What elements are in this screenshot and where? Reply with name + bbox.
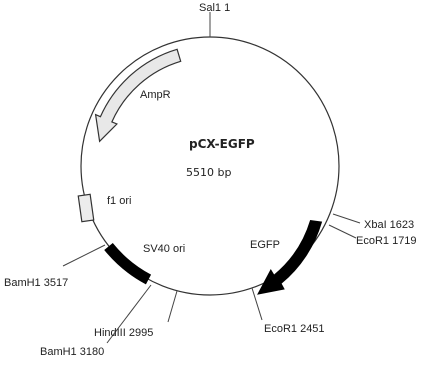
ampr-label: AmpR [140, 89, 171, 101]
f1-ori-box [77, 193, 95, 223]
hindiii-label: HindIII 2995 [94, 327, 153, 339]
xbal-tick [332, 213, 361, 224]
ampr-arrow [94, 48, 182, 143]
plasmid-size: 5510 bp [186, 166, 231, 179]
bamh1-3180-label: BamH1 3180 [40, 346, 104, 358]
egfp-arrow [257, 219, 323, 295]
ecor1-2451-tick [251, 287, 263, 321]
bamh1-3517-tick [62, 244, 106, 267]
plasmid-name: pCX-EGFP [189, 137, 255, 151]
f1-ori-label: f1 ori [107, 195, 131, 207]
ecor1-1719-tick [328, 224, 357, 239]
bamh1-3180-tick [106, 284, 152, 344]
sv40-ori-label: SV40 ori [143, 243, 185, 255]
ecor1-2451-label: EcoR1 2451 [264, 323, 325, 335]
hindiii-tick [167, 290, 178, 323]
ecor1-1719-label: EcoR1 1719 [356, 235, 417, 247]
egfp-label: EGFP [250, 239, 280, 251]
sal1-label: Sal1 1 [199, 2, 230, 14]
xbal-label: XbaI 1623 [364, 219, 414, 231]
sv40-ori-block [104, 242, 152, 285]
bamh1-3517-label: BamH1 3517 [4, 277, 68, 289]
